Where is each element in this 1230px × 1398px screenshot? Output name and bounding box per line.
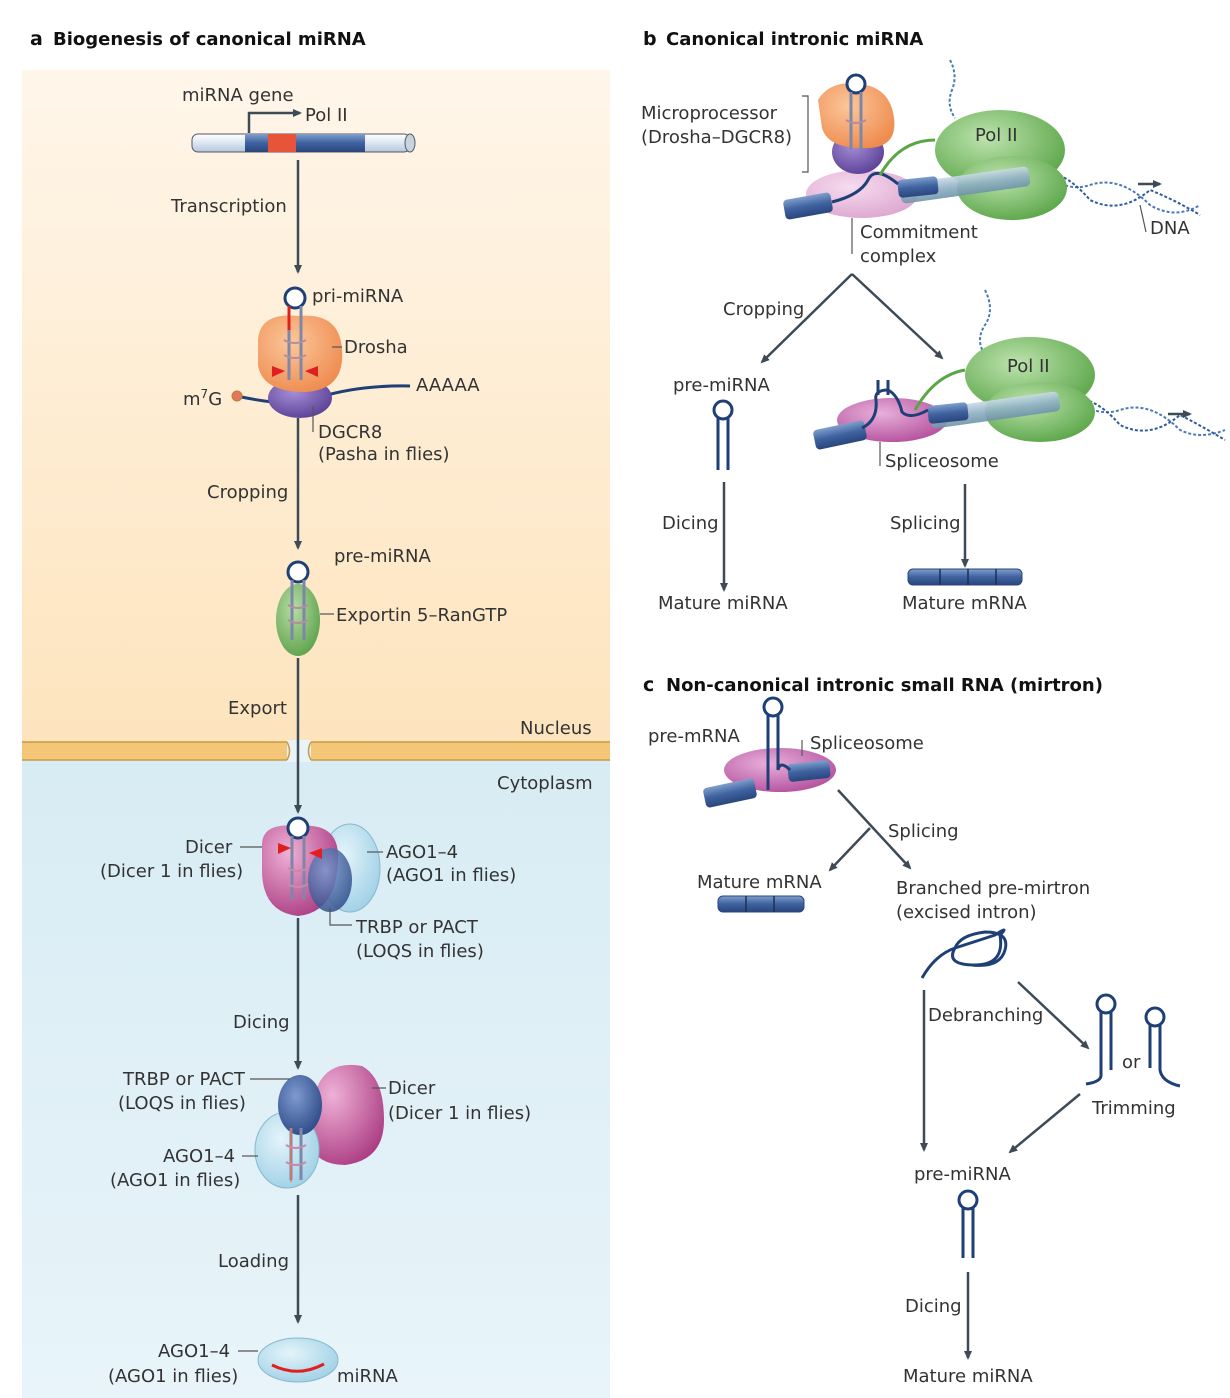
nucleus-label: Nucleus <box>520 718 592 739</box>
cropping-arrow-b <box>760 273 853 364</box>
drosha-complex <box>231 286 411 418</box>
cropping-label-b: Cropping <box>723 299 804 320</box>
cropping-label: Cropping <box>207 482 288 503</box>
mirna-gene-label: miRNA gene <box>182 85 294 106</box>
ago-label-3: AGO1–4 <box>158 1341 230 1362</box>
pol2-label-b2: Pol II <box>1007 356 1050 377</box>
hairpin-option-2 <box>1144 1006 1181 1088</box>
spliceosome-label-c: Spliceosome <box>810 733 924 754</box>
panel-c-title: Non-canonical intronic small RNA (mirtro… <box>666 675 1103 696</box>
dgcr8-label: DGCR8 <box>318 422 382 443</box>
mature-mrna-label-b: Mature mRNA <box>902 593 1027 614</box>
dicing-label-b: Dicing <box>662 513 719 534</box>
pasha-label: (Pasha in flies) <box>318 444 450 465</box>
ago-flies-label-3: (AGO1 in flies) <box>108 1366 238 1387</box>
spliceosome-label-b: Spliceosome <box>885 451 999 472</box>
panel-a-letter: a <box>30 28 43 50</box>
splicing-label-c: Splicing <box>888 821 959 842</box>
drosha-dgcr8-label: (Drosha–DGCR8) <box>641 127 792 148</box>
transcription-label: Transcription <box>170 196 287 217</box>
hairpin-option-1 <box>1085 993 1117 1086</box>
mirna-gene <box>191 133 416 153</box>
mature-mrna-c <box>717 895 805 913</box>
pre-mirna-label-c: pre-miRNA <box>914 1164 1012 1185</box>
splicing-arrow-c-left <box>828 827 871 872</box>
branched-label: Branched pre-mirtron <box>896 878 1090 899</box>
dicer-flies-label-1: (Dicer 1 in flies) <box>100 861 243 882</box>
dna-leader <box>1139 204 1147 233</box>
m7g-label: m7G <box>183 387 222 410</box>
export-label: Export <box>228 698 287 719</box>
loading-label: Loading <box>218 1251 289 1272</box>
dicer-label-2: Dicer <box>388 1078 436 1099</box>
trimming-label: Trimming <box>1091 1098 1176 1119</box>
ago-flies-label-1: (AGO1 in flies) <box>386 865 516 886</box>
drosha-label: Drosha <box>344 337 408 358</box>
microprocessor-label: Microprocessor <box>641 103 778 124</box>
cytoplasm-label: Cytoplasm <box>497 773 593 794</box>
dicer-complex-1 <box>262 816 381 916</box>
pre-mrna-label-c: pre-mRNA <box>648 726 741 747</box>
pre-mirna-hairpin-b <box>712 399 734 470</box>
commitment-label: Commitment <box>860 222 978 243</box>
loqs-label-2: (LOQS in flies) <box>118 1093 246 1114</box>
commitment-complex <box>783 110 1067 220</box>
dna-label: DNA <box>1150 218 1190 239</box>
spliceosome-complex-b <box>813 337 1095 450</box>
exportin-complex <box>276 560 320 656</box>
excised-label: (excised intron) <box>896 902 1037 923</box>
spliceosome-complex-c <box>703 696 836 808</box>
ago-label-1: AGO1–4 <box>386 842 458 863</box>
to-trimming-arrow <box>1017 981 1090 1050</box>
pol2-label-b1: Pol II <box>975 125 1018 146</box>
microprocessor-complex <box>818 73 895 174</box>
dicing-label-c: Dicing <box>905 1296 962 1317</box>
panel-c-letter: c <box>643 674 654 696</box>
trbp-leader-1 <box>329 908 352 926</box>
ago-mirna-complex <box>257 1337 339 1383</box>
pol2-label: Pol II <box>305 105 348 126</box>
panel-a-title: Biogenesis of canonical miRNA <box>53 29 366 50</box>
polya-label: AAAAA <box>416 375 480 396</box>
exportin-label: Exportin 5–RanGTP <box>336 605 507 626</box>
mature-mrna-b <box>907 568 1023 586</box>
mirna-label: miRNA <box>337 1366 399 1387</box>
splicing-arrow-c-right <box>837 789 912 870</box>
lariat-intron <box>920 928 1008 979</box>
panel-b-letter: b <box>643 28 657 50</box>
trimming-arrow <box>1008 1093 1081 1154</box>
microprocessor-bracket <box>802 95 809 173</box>
complex-label: complex <box>860 246 937 267</box>
nuclear-membrane <box>22 740 610 762</box>
dicer-complex-2 <box>254 1064 384 1189</box>
mature-mirna-label-b: Mature miRNA <box>658 593 788 614</box>
mature-mrna-label-c: Mature mRNA <box>697 872 822 893</box>
or-label: or <box>1122 1052 1141 1073</box>
pre-mirna-hairpin-c <box>957 1189 979 1258</box>
pre-mirna-label-b: pre-miRNA <box>673 375 771 396</box>
ago-label-2: AGO1–4 <box>163 1146 235 1167</box>
dicing-label-a: Dicing <box>233 1012 290 1033</box>
transcription-start-arrow <box>247 109 302 133</box>
splicing-label-b: Splicing <box>890 513 961 534</box>
ago-flies-label-2: (AGO1 in flies) <box>110 1170 240 1191</box>
mature-mirna-label-c: Mature miRNA <box>903 1366 1033 1387</box>
trbp-label-2: TRBP or PACT <box>122 1069 246 1090</box>
loqs-label-1: (LOQS in flies) <box>356 941 484 962</box>
debranching-label: Debranching <box>928 1005 1043 1026</box>
pri-mirna-label: pri-miRNA <box>312 286 404 307</box>
trbp-label-1: TRBP or PACT <box>355 917 479 938</box>
pre-mirna-label-a: pre-miRNA <box>334 546 432 567</box>
dicer-flies-label-2: (Dicer 1 in flies) <box>388 1103 531 1124</box>
panel-b-title: Canonical intronic miRNA <box>666 29 923 50</box>
dicer-label-1: Dicer <box>185 837 233 858</box>
to-spliceosome-arrow <box>851 273 944 360</box>
